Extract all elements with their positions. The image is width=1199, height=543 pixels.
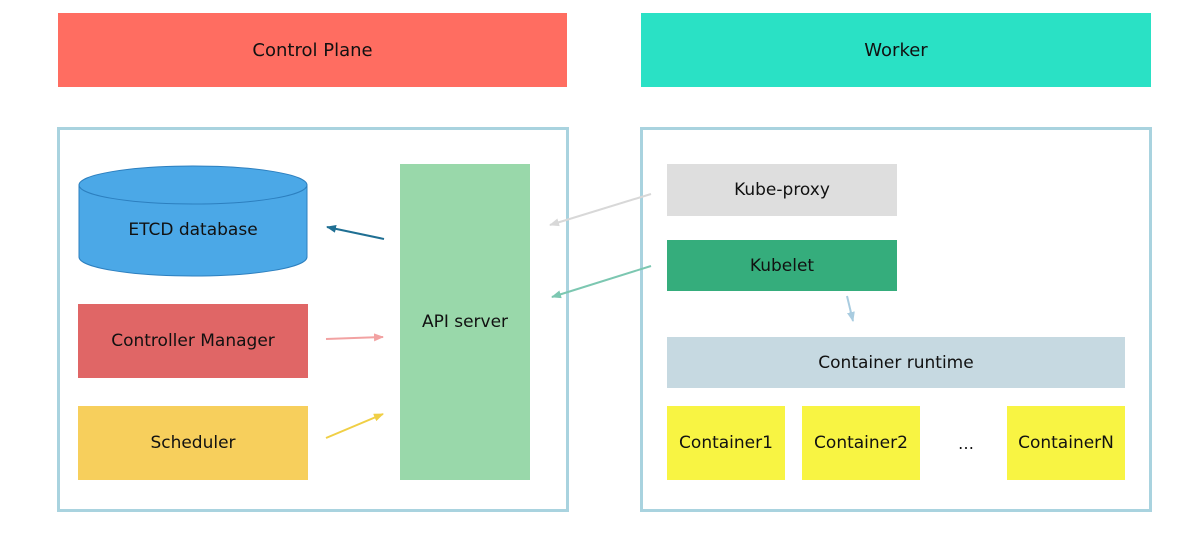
arrow-kubelet-to-runtime <box>846 295 855 322</box>
arrow-kubeproxy-to-api <box>549 193 652 227</box>
container-1-box: Container1 <box>667 406 785 480</box>
container-runtime-box: Container runtime <box>667 337 1125 388</box>
container-1-label: Container1 <box>679 433 773 453</box>
etcd-database-label: ETCD database <box>128 220 258 240</box>
api-server-box: API server <box>400 164 530 480</box>
arrow-kubelet-to-api <box>551 265 652 299</box>
container-ellipsis: … <box>930 406 1002 480</box>
arrow-controller-to-api <box>325 333 384 342</box>
kube-proxy-label: Kube-proxy <box>734 180 830 200</box>
container-2-box: Container2 <box>802 406 920 480</box>
control-plane-title: Control Plane <box>252 39 373 61</box>
api-server-label: API server <box>421 312 509 332</box>
worker-frame <box>640 127 1152 512</box>
control-plane-header: Control Plane <box>58 13 567 87</box>
controller-manager-label: Controller Manager <box>111 331 275 351</box>
container-runtime-label: Container runtime <box>818 352 974 373</box>
arrow-scheduler-to-api <box>325 413 384 439</box>
ellipsis-label: … <box>958 433 974 453</box>
kubelet-label: Kubelet <box>749 255 815 276</box>
scheduler-box: Scheduler <box>78 406 308 480</box>
container-2-label: Container2 <box>814 433 908 453</box>
arrow-api-to-etcd <box>326 224 385 240</box>
control-plane-frame <box>57 127 569 512</box>
worker-header: Worker <box>641 13 1151 87</box>
scheduler-label: Scheduler <box>150 433 236 453</box>
kubelet-box: Kubelet <box>667 240 897 291</box>
worker-title: Worker <box>864 39 928 61</box>
container-n-label: ContainerN <box>1018 433 1114 453</box>
container-n-box: ContainerN <box>1007 406 1125 480</box>
controller-manager-box: Controller Manager <box>78 304 308 378</box>
etcd-database-cylinder <box>78 165 308 277</box>
kube-proxy-box: Kube-proxy <box>667 164 897 216</box>
